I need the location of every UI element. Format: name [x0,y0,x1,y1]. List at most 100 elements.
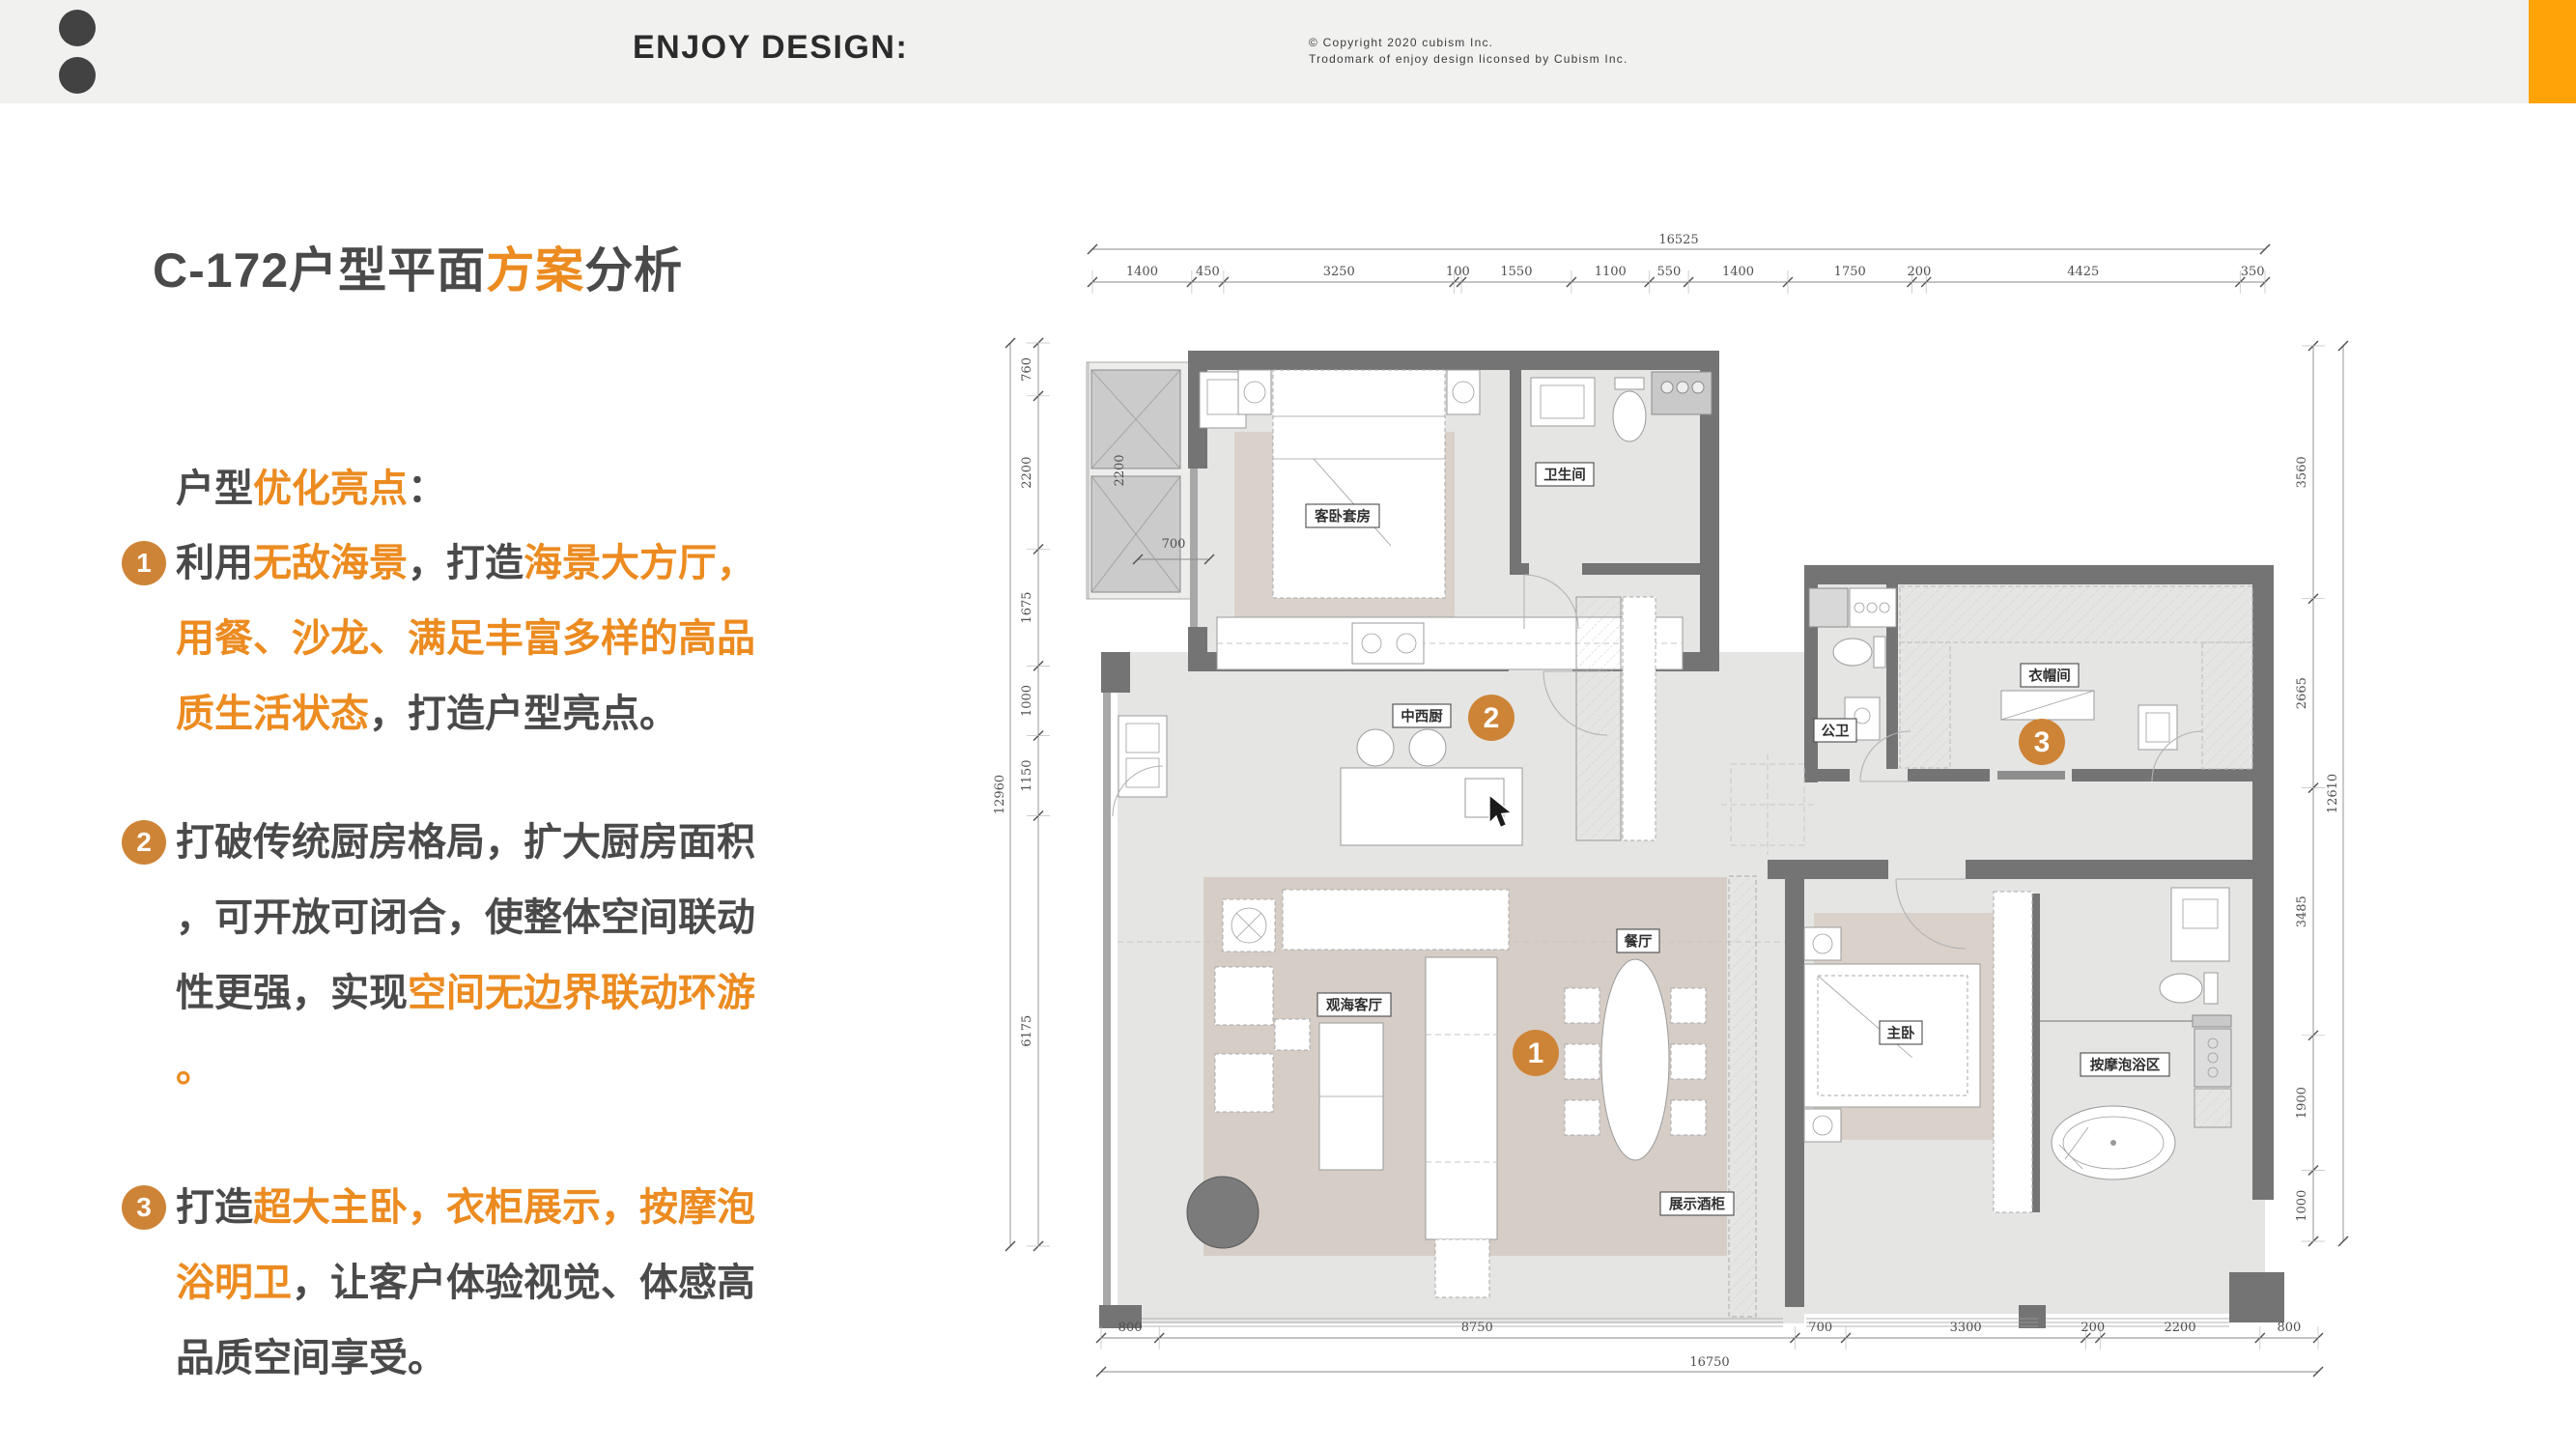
text-line: 利用无敌海景，打造海景大方厅， [176,542,755,584]
dim-label: 450 [1196,265,1220,279]
room-label: 公卫 [1813,718,1857,743]
highlight-heading: 户型优化亮点： [122,451,446,526]
text-line: 打造超大主卧，衣柜展示，按摩泡 [176,1186,755,1229]
dim-label: 4425 [2067,265,2099,279]
text-line: 性更强，实现空间无边界联动环游 [176,972,755,1014]
room-label: 餐厅 [1616,928,1660,953]
text-line: 户型优化亮点： [176,468,446,510]
dim-label: 800 [1118,1321,1143,1335]
svg-text:公卫: 公卫 [1822,724,1850,740]
room-label: 中西厨 [1392,703,1452,728]
room-label: 按摩泡浴区 [2080,1052,2170,1077]
dim-label: 3560 [2295,456,2309,488]
dim-label: 350 [2241,265,2265,279]
dim-label: 12960 [993,775,1007,814]
dim-label: 1000 [1020,685,1034,717]
svg-text:2: 2 [1484,702,1500,734]
guest-bedroom-furniture [1237,369,1713,599]
copyright-note: © Copyright 2020 cubism Inc. Trodomark o… [1309,35,1628,68]
room-label: 卫生间 [1535,462,1595,487]
corner-accent-bar [2529,0,2576,103]
dim-label: 1675 [1020,591,1034,623]
list-badge-1: 1 [122,541,166,585]
room-label: 观海客厅 [1316,992,1392,1017]
room-label: 客卧套房 [1305,503,1380,528]
door-arcs [1112,574,2203,950]
dim-label: 700 [1808,1321,1832,1335]
public-bath-fixtures [1808,587,1897,741]
dim-label: 2665 [2295,677,2309,709]
dim-label: 8750 [1461,1321,1493,1335]
plan-badge-1: 1 [1513,1030,1559,1076]
dim-label: 200 [2081,1321,2105,1335]
list-badge-3: 3 [122,1185,166,1230]
dim-label: 3300 [1950,1321,1982,1335]
dim-label: 550 [1656,265,1681,279]
svg-text:观海客厅: 观海客厅 [1326,997,1382,1014]
dim-label: 1550 [1500,265,1532,279]
svg-text:衣帽间: 衣帽间 [2028,668,2071,685]
svg-text:客卧套房: 客卧套房 [1314,508,1371,526]
text-line: 品质空间享受。 [176,1337,446,1379]
dim-label: 16525 [1658,233,1698,247]
text-line: 。 [176,1047,214,1090]
floor-plan: 16525 1400 450 3250 100 1550 1100 550 1400 1750 20… [993,233,2349,1378]
walls [1099,351,2284,1328]
text-line: 打破传统厨房格局，扩大厨房面积 [176,821,755,864]
copyright-line1: © Copyright 2020 cubism Inc. [1309,36,1494,49]
page-title: C-172户型平面方案分析 [153,232,683,309]
svg-text:展示酒柜: 展示酒柜 [1669,1196,1725,1213]
svg-text:1: 1 [1528,1037,1544,1069]
svg-text:餐厅: 餐厅 [1625,933,1653,951]
title-segment: 方案 [486,243,585,298]
plan-badge-3: 3 [2019,719,2065,765]
dim-label: 800 [2277,1321,2301,1335]
svg-text:中西厨: 中西厨 [1401,708,1443,725]
title-segment: 分析 [584,243,684,298]
logo-dot-icon [59,57,96,94]
dim-label: 1400 [1126,265,1158,279]
dim-label: 1150 [1020,759,1034,791]
elevator-shafts [1090,369,1247,593]
svg-text:主卧: 主卧 [1887,1025,1915,1042]
text-line: 质生活状态，打造户型亮点。 [176,693,678,735]
text-line: 浴明卫，让客户体验视觉、体感高 [176,1262,755,1304]
dim-label: 16750 [1689,1355,1729,1370]
dim-label: 100 [1446,265,1470,279]
room-label: 主卧 [1879,1020,1923,1045]
dim-label: 6175 [1020,1015,1034,1047]
dimension-chain: 16750 800 8750 700 3300 200 2200 800 [1095,1321,2324,1378]
dim-label: 700 [1162,537,1186,552]
dim-label: 1750 [1834,265,1866,279]
plan-badge-2: 2 [1468,695,1514,741]
room-label: 展示酒柜 [1659,1191,1735,1216]
dim-label: 760 [1020,357,1034,382]
dim-label: 1400 [1722,265,1754,279]
dim-label: 2200 [1020,457,1034,489]
copyright-line2: Trodomark of enjoy design liconsed by Cu… [1309,52,1628,66]
dim-label: 1000 [2295,1190,2309,1222]
mouse-cursor-icon [1488,793,1514,829]
dim-label: 2200 [2165,1321,2196,1335]
dim-label: 2200 [1113,454,1127,486]
top-bar: ENJOY DESIGN: © Copyright 2020 cubism In… [0,0,2576,103]
room-label: 衣帽间 [2020,663,2080,688]
text-line: 用餐、沙龙、满足丰富多样的高品 [176,617,755,660]
dim-label: 200 [1907,265,1931,279]
dim-label: 3485 [2295,895,2309,927]
dim-label: 12610 [2326,774,2340,813]
svg-text:3: 3 [2034,726,2051,758]
dim-label: 3250 [1323,265,1355,279]
dim-label: 1900 [2295,1087,2309,1119]
text-line: ，可开放可闭合，使整体空间联动 [176,896,755,939]
dimension-chain: 12960 760 2200 1675 1000 1150 6175 [993,337,1050,1252]
list-badge-2: 2 [122,820,166,865]
dimension-chain: 16525 1400 450 3250 100 1550 1100 550 1400 1750 20… [1087,233,2271,294]
dim-label: 1100 [1595,265,1627,279]
logo-dot-icon [59,10,96,46]
svg-text:按摩泡浴区: 按摩泡浴区 [2090,1057,2161,1074]
svg-text:卫生间: 卫生间 [1543,467,1586,484]
